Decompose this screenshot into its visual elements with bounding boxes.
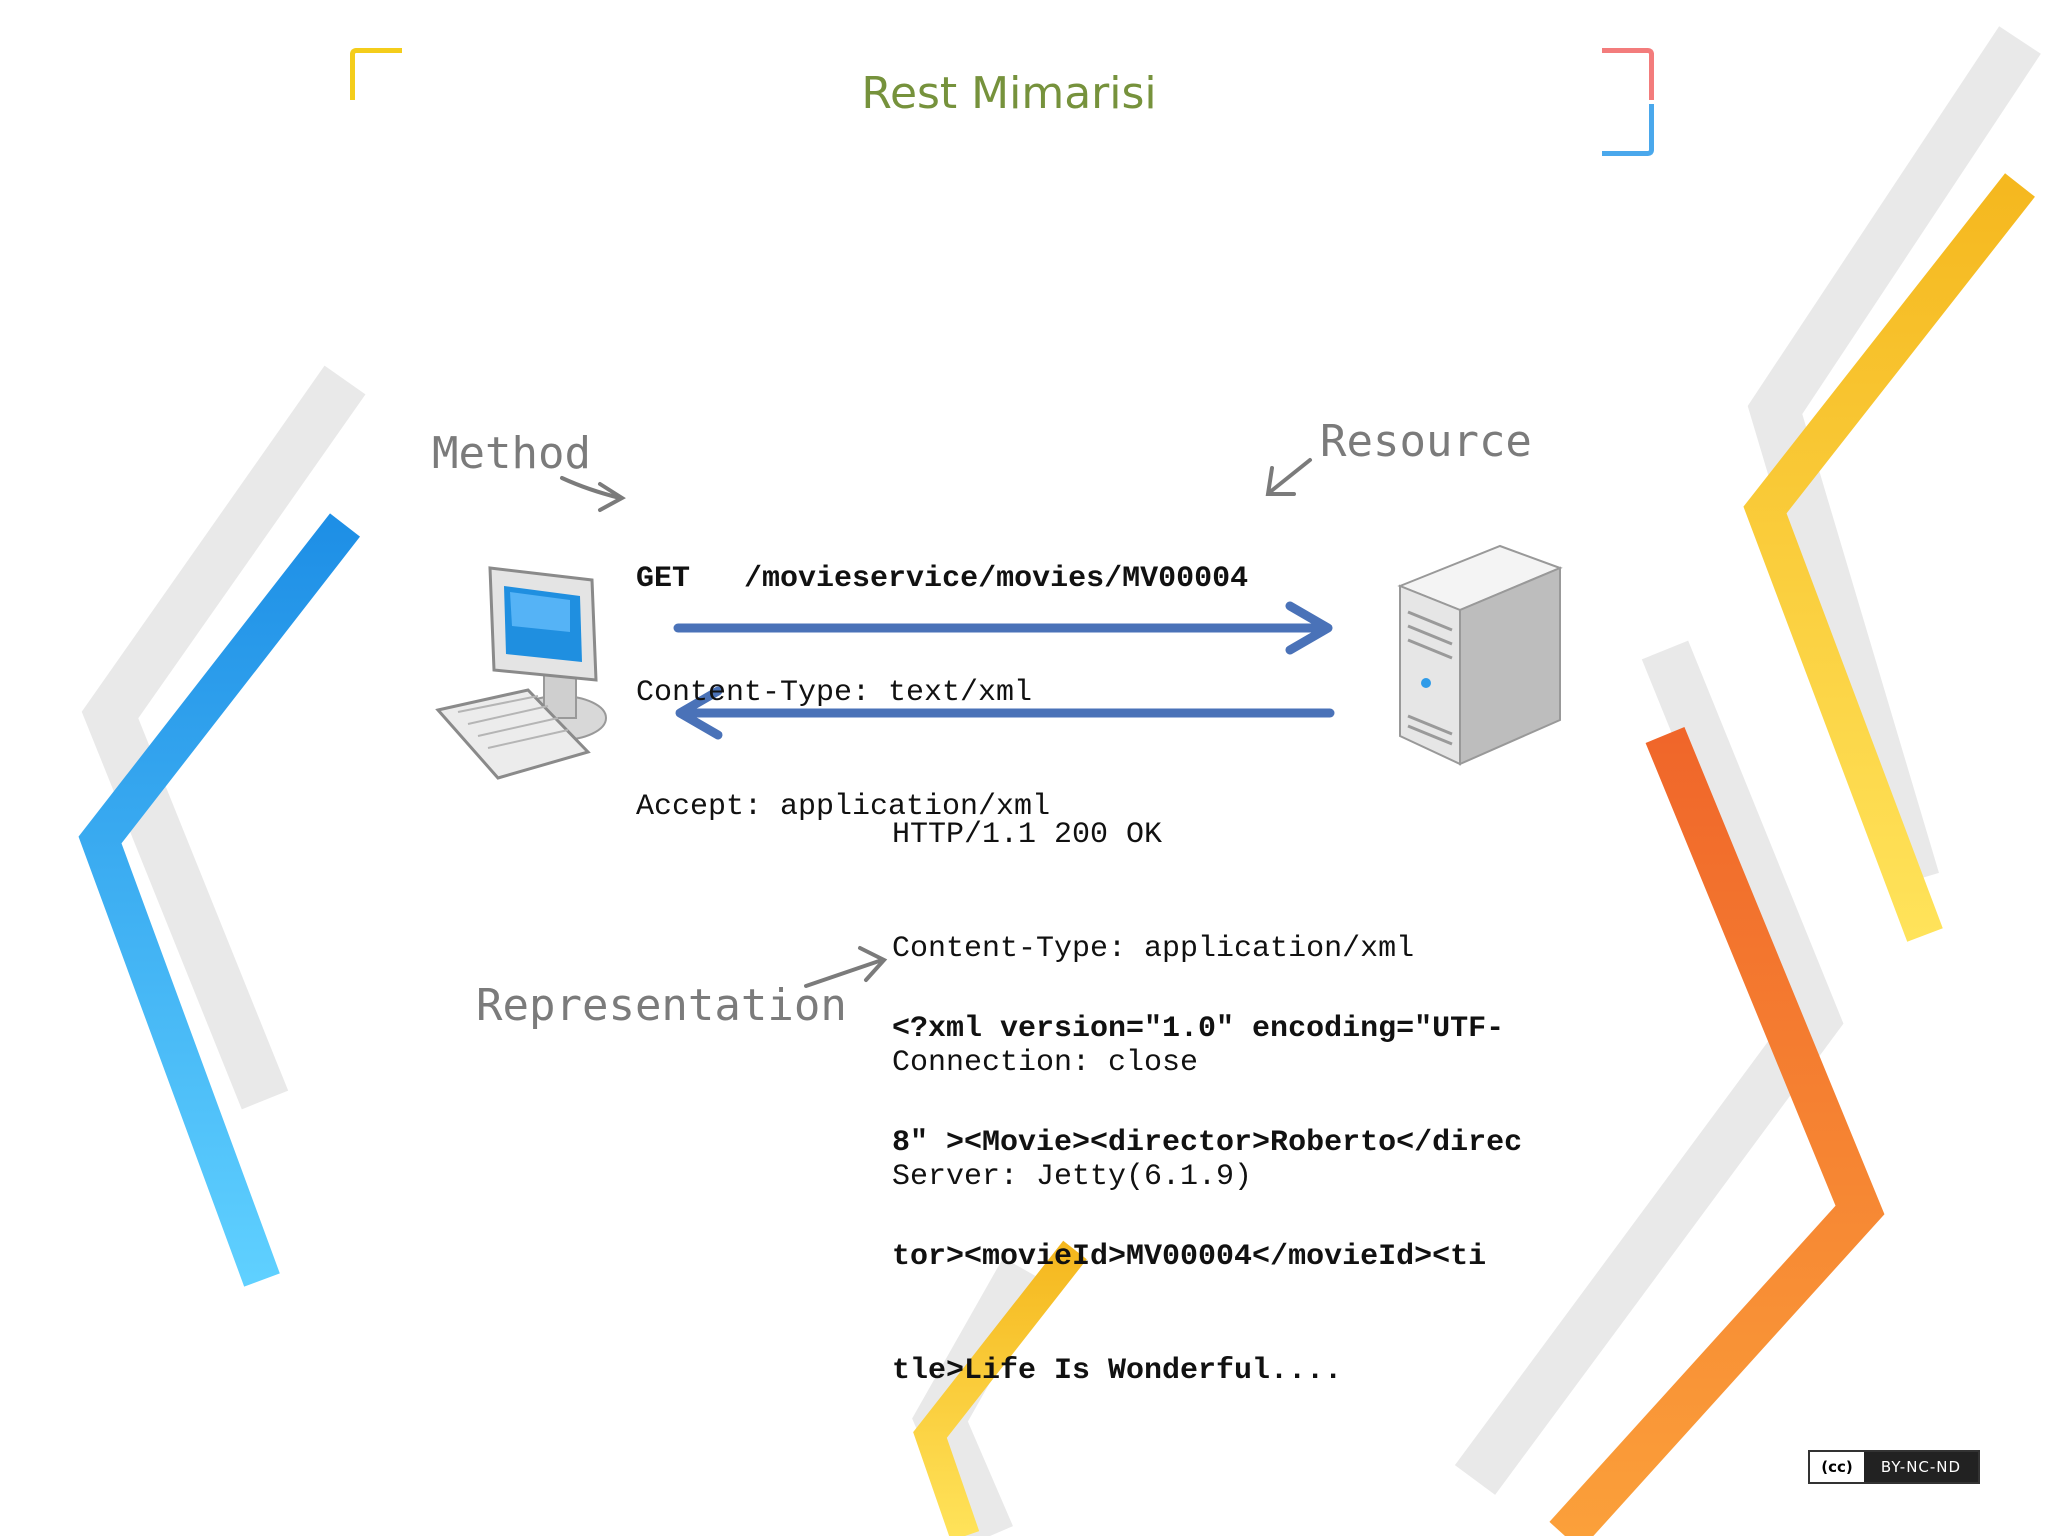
title-frame-corner-top-right: [1602, 48, 1654, 100]
representation-pointer-arrow: [804, 946, 888, 988]
request-path: /movieservice/movies/MV00004: [744, 562, 1249, 596]
request-header: Accept: application/xml: [636, 790, 1051, 824]
request-header: Content-Type: text/xml: [636, 676, 1033, 710]
title-frame-corner-top-left: [350, 48, 402, 100]
cc-license-badge[interactable]: (cc) BY-NC-ND: [1808, 1450, 1980, 1484]
cc-icon: (cc): [1810, 1452, 1864, 1482]
xml-line: tle>Life Is Wonderful....: [892, 1354, 1343, 1388]
method-label: Method: [432, 428, 591, 479]
request-arrow: [673, 601, 1333, 655]
yellow-stripe-right: [1743, 173, 2035, 942]
desktop-computer-icon: [435, 566, 607, 780]
response-line: Content-Type: application/xml: [892, 932, 1415, 966]
rest-diagram: Method Resource Representation GET /movi…: [420, 400, 1580, 1388]
orange-stripe: [1549, 727, 1885, 1536]
xml-line: <?xml version="1.0" encoding="UTF-: [892, 1012, 1505, 1046]
license-text: BY-NC-ND: [1880, 1458, 1962, 1476]
representation-label: Representation: [476, 980, 847, 1031]
request-method: GET: [636, 562, 691, 596]
grey-stripe-shadows: [81, 26, 2041, 1536]
yellow-stripe-bottom: [913, 1240, 1087, 1536]
request-line: GET /movieservice/movies/MV00004: [636, 560, 1248, 598]
http-request-text: GET /movieservice/movies/MV00004 Content…: [636, 484, 1248, 902]
response-line: HTTP/1.1 200 OK: [892, 818, 1163, 852]
response-line: Connection: close: [892, 1046, 1199, 1080]
resource-label: Resource: [1320, 416, 1532, 467]
method-pointer-arrow: [560, 476, 626, 512]
server-tower-icon: [1397, 544, 1563, 766]
xml-line: 8" ><Movie><director>Roberto</direc: [892, 1126, 1523, 1160]
response-line: Server: Jetty(6.1.9): [892, 1160, 1253, 1194]
xml-line: tor><movieId>MV00004</movieId><ti: [892, 1240, 1487, 1274]
representation-body-text: <?xml version="1.0" encoding="UTF- 8" ><…: [892, 934, 1522, 1466]
response-arrow: [675, 686, 1335, 740]
slide-title: Rest Mimarisi: [861, 68, 1157, 119]
http-response-text: HTTP/1.1 200 OK Content-Type: applicatio…: [892, 740, 1414, 1272]
resource-pointer-arrow: [1265, 458, 1312, 496]
title-frame-corner-bottom-right: [1602, 104, 1654, 156]
blue-stripe: [78, 513, 360, 1287]
diagram-graphics: [435, 458, 1563, 988]
